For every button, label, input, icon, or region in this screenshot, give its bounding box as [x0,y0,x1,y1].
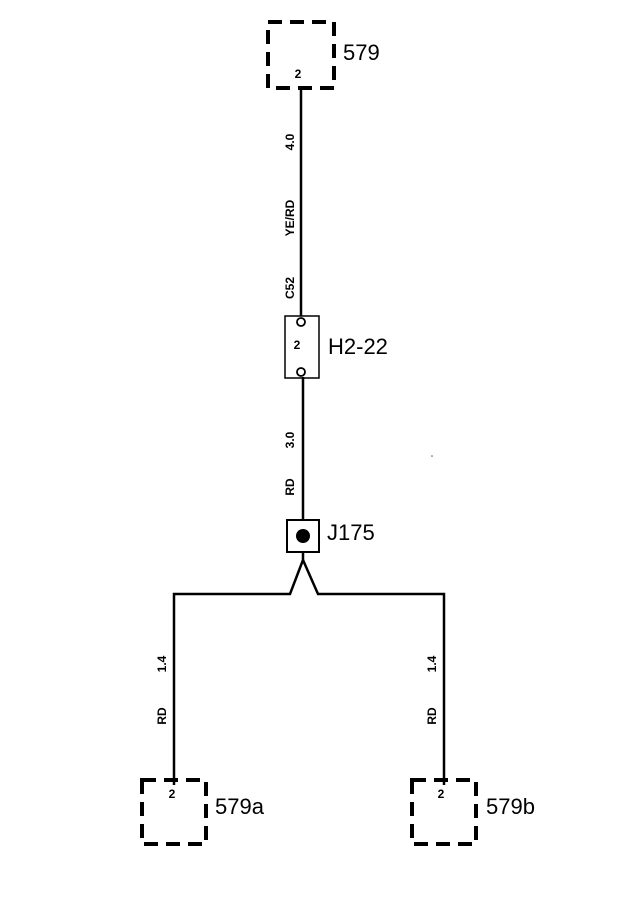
wire-top-circuit: C52 [283,277,297,299]
connector-579-label: 579 [343,40,380,65]
junction-label: J175 [327,520,375,545]
wire-top-gauge: 4.0 [283,133,297,150]
connector-579b[interactable]: 2 [410,778,478,846]
connector-579a-pin: 2 [169,787,176,801]
connector-579b-label: 579b [486,794,535,819]
connector-579-pin: 2 [295,67,302,81]
stray-dot [431,455,433,457]
fuse-pin: 2 [294,338,301,352]
connector-579[interactable]: 2 [266,20,336,90]
wire-right-color: RD [425,707,439,725]
wire-left-color: RD [155,707,169,725]
connector-579b-pin: 2 [438,787,445,801]
fuse-h2-22[interactable]: 2 [284,315,320,379]
fuse-label: H2-22 [328,334,388,359]
wire-left[interactable] [172,552,305,785]
connector-579a-label: 579a [215,794,265,819]
wire-middle-gauge: 3.0 [283,431,297,448]
wire-right[interactable] [301,559,446,785]
junction-j175[interactable] [286,519,320,553]
wire-left-gauge: 1.4 [155,655,169,672]
wire-middle-color: RD [283,478,297,496]
wire-right-gauge: 1.4 [425,655,439,672]
connector-579a[interactable]: 2 [140,778,208,846]
wire-top-color: YE/RD [283,199,297,236]
